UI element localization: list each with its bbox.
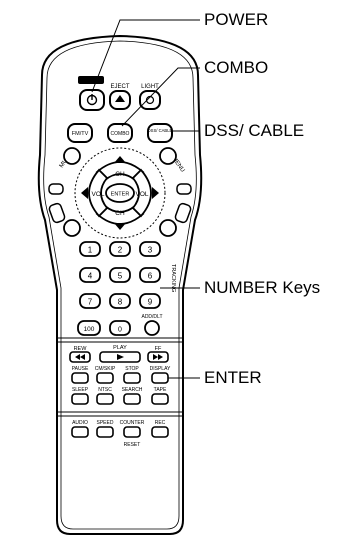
number-keys-callout: NUMBER Keys [204,278,320,298]
vol-right-label: VOL [135,191,148,198]
number-key-5[interactable]: 5 [110,268,130,282]
tape-label: TAPE [154,387,167,393]
light-button[interactable] [140,91,160,109]
number-key-6[interactable]: 6 [140,268,160,282]
counter-button[interactable] [124,427,140,437]
rew-button[interactable] [70,352,90,362]
stop-label: STOP [125,366,139,372]
combo-callout: COMBO [204,58,268,78]
number-key-9[interactable]: 9 [140,294,160,308]
dss-cable-label: DSS/ CABLE [148,128,173,133]
ch-up-label: CH [115,171,125,178]
pause-button[interactable] [72,373,88,383]
rec-button[interactable] [152,427,168,437]
combo-label: COMBO [111,131,130,137]
svg-text:2: 2 [118,246,123,255]
svg-text:0: 0 [118,327,122,334]
number-key-4[interactable]: 4 [80,268,100,282]
speed-button[interactable] [97,427,113,437]
dss-cable-button[interactable]: DSS/ CABLE [148,124,173,142]
menu-button[interactable] [160,148,176,164]
speed-label: SPEED [97,420,114,426]
svg-text:100: 100 [84,326,95,333]
svg-text:1: 1 [88,246,93,255]
number-key-1[interactable]: 1 [80,242,100,256]
ntsc-button[interactable] [97,394,113,404]
power-button[interactable] [80,90,104,110]
search-label: SEARCH [122,387,143,393]
play-label: PLAY [113,345,127,351]
counter-label: COUNTER [120,420,145,426]
svg-text:4: 4 [88,272,93,281]
enter-callout: ENTER [204,368,262,388]
key-0[interactable]: 0 [110,321,130,335]
power-callout: POWER [204,10,268,30]
reset-label: RESET [124,442,141,448]
fm-tv-button[interactable]: FM/TV [68,124,92,142]
sleep-label: SLEEP [72,387,89,393]
svg-text:5: 5 [118,272,123,281]
svg-text:3: 3 [148,246,153,255]
svg-text:8: 8 [118,298,123,307]
rew-label: REW [74,346,88,352]
svg-text:7: 7 [88,298,93,307]
play-button[interactable] [100,352,140,362]
number-key-3[interactable]: 3 [140,242,160,256]
pause-label: PAUSE [72,366,89,372]
light-label: LIGHT [141,84,159,90]
number-key-8[interactable]: 8 [110,294,130,308]
display-label: DISPLAY [150,366,171,372]
ntsc-label: NTSC [98,387,112,393]
dss-cable-callout: DSS/ CABLE [204,121,304,141]
cm-skip-button[interactable] [97,373,113,383]
search-button[interactable] [124,394,140,404]
svg-text:9: 9 [148,298,153,307]
eject-button[interactable] [110,91,130,109]
sleep-button[interactable] [72,394,88,404]
audio-label: AUDIO [72,420,88,426]
enter-center-button[interactable]: ENTER [106,184,134,202]
fm-tv-label: FM/TV [72,131,89,137]
set-right-button[interactable] [160,220,176,236]
left-side-button-1[interactable] [49,184,63,194]
ff-button[interactable] [148,352,168,362]
mute-button[interactable] [64,148,80,164]
ch-down-label: CH [115,210,125,217]
add-dlt-button[interactable] [145,321,159,335]
svg-text:6: 6 [148,272,153,281]
power-indicator-bar [78,76,104,84]
set-left-button[interactable] [64,220,80,236]
eject-label: EJECT [110,84,129,90]
stop-button[interactable] [124,373,140,383]
cm-skip-label: CM/SKIP [95,366,116,372]
number-key-2[interactable]: 2 [110,242,130,256]
ff-label: FF [155,346,162,352]
number-key-7[interactable]: 7 [80,294,100,308]
rec-label: REC [155,420,166,426]
right-side-button-1[interactable] [177,184,191,194]
combo-button[interactable]: COMBO [108,124,132,142]
add-dlt-label: ADD/DLT [141,314,162,320]
enter-center-label: ENTER [111,192,130,198]
tape-button[interactable] [152,394,168,404]
vol-left-label: VOL [91,191,104,198]
key-100[interactable]: 100 [78,321,100,335]
audio-button[interactable] [72,427,88,437]
display-button[interactable] [152,373,168,383]
